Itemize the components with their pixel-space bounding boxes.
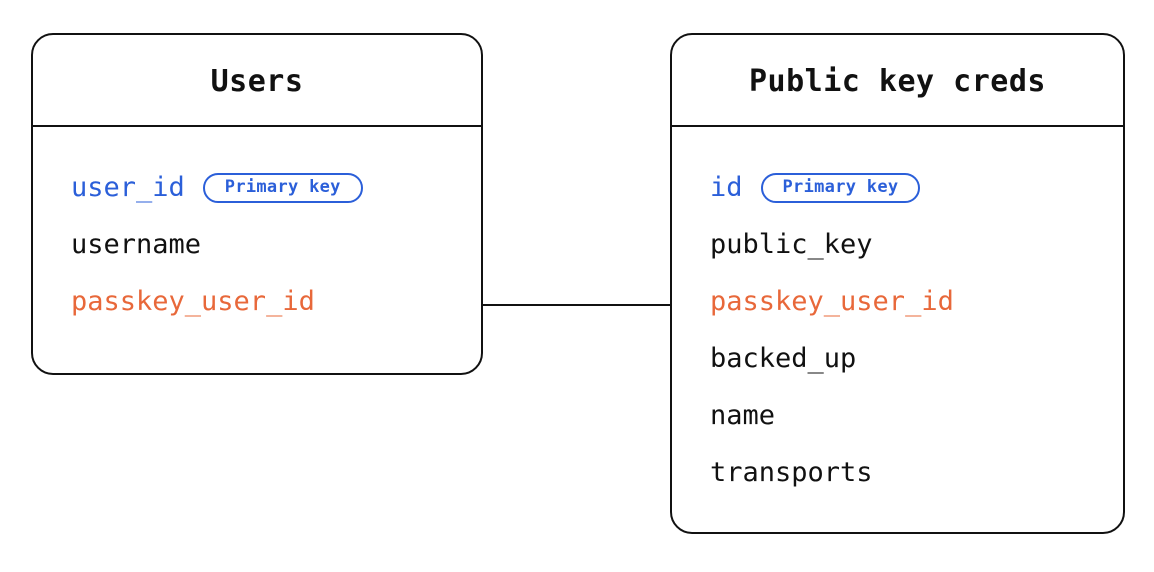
field-name-passkey-user-id: passkey_user_id bbox=[710, 286, 954, 317]
field-row-username[interactable]: username bbox=[33, 216, 481, 273]
entity-header-divider bbox=[672, 125, 1123, 127]
primary-key-badge: Primary key bbox=[202, 172, 363, 203]
primary-key-badge: Primary key bbox=[760, 172, 921, 203]
field-row-passkey-user-id[interactable]: passkey_user_id bbox=[33, 273, 481, 330]
field-row-backed-up[interactable]: backed_up bbox=[672, 330, 1123, 387]
field-row-id[interactable]: id Primary key bbox=[672, 159, 1123, 216]
field-row-transports[interactable]: transports bbox=[672, 444, 1123, 501]
entity-field-list-users: user_id Primary key username passkey_use… bbox=[33, 127, 481, 330]
entity-box-users[interactable]: Users user_id Primary key username passk… bbox=[31, 33, 483, 375]
field-row-user-id[interactable]: user_id Primary key bbox=[33, 159, 481, 216]
field-name-passkey-user-id: passkey_user_id bbox=[71, 286, 315, 317]
entity-title-public-key-creds: Public key creds bbox=[749, 64, 1046, 99]
field-name-name: name bbox=[710, 400, 776, 431]
field-name-username: username bbox=[71, 229, 202, 260]
entity-field-list-public-key-creds: id Primary key public_key passkey_user_i… bbox=[672, 127, 1123, 501]
field-name-public-key: public_key bbox=[710, 229, 873, 260]
field-row-passkey-user-id[interactable]: passkey_user_id bbox=[672, 273, 1123, 330]
field-name-id: id bbox=[710, 172, 743, 203]
field-name-backed-up: backed_up bbox=[710, 343, 857, 374]
field-name-transports: transports bbox=[710, 457, 873, 488]
entity-header-divider bbox=[33, 125, 481, 127]
relationship-connector-users-passkey-user-id bbox=[481, 304, 672, 306]
field-row-name[interactable]: name bbox=[672, 387, 1123, 444]
field-name-user-id: user_id bbox=[71, 172, 185, 203]
field-row-public-key[interactable]: public_key bbox=[672, 216, 1123, 273]
entity-title-users: Users bbox=[210, 64, 304, 99]
entity-box-public-key-creds[interactable]: Public key creds id Primary key public_k… bbox=[670, 33, 1125, 534]
